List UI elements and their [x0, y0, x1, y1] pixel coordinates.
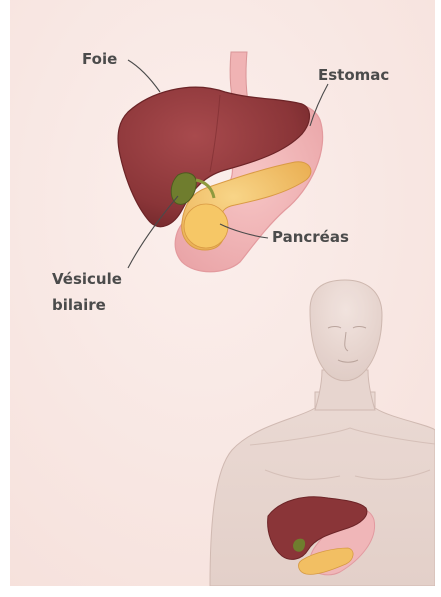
gallbladder-label-line2: bilaire — [52, 296, 106, 314]
stomach-label: Estomac — [318, 66, 389, 84]
anatomy-panel: Foie Estomac Pancréas Vésicule bilaire — [10, 0, 435, 586]
anatomy-diagram: Foie Estomac Pancréas Vésicule bilaire — [10, 0, 435, 586]
liver-label: Foie — [82, 50, 117, 68]
pancreas-head-illustration — [184, 204, 228, 248]
gallbladder-label-line1: Vésicule — [52, 270, 122, 288]
pancreas-label: Pancréas — [272, 228, 349, 246]
